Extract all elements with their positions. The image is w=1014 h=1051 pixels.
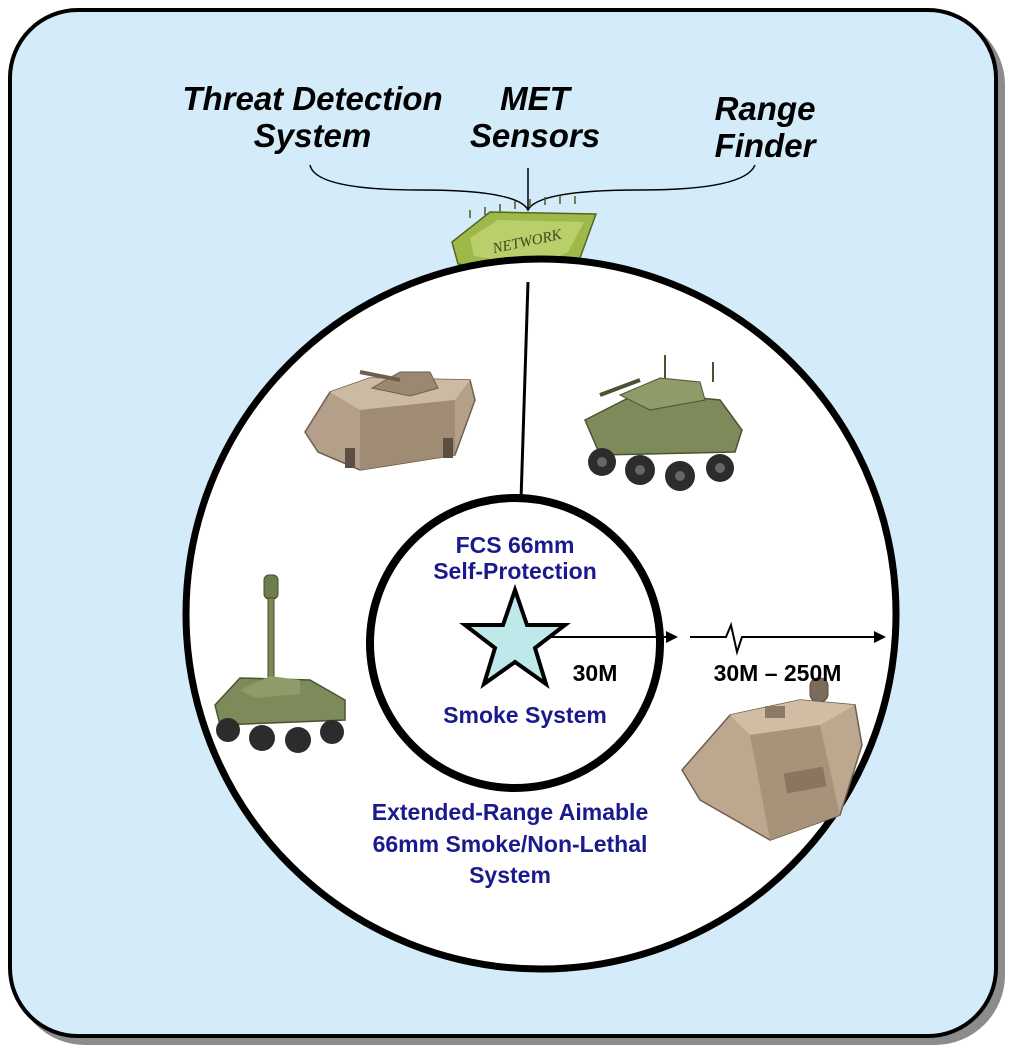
range-finder-line2: Finder (714, 127, 816, 165)
outer-zone-title-line2: 66mm Smoke/Non-Lethal (372, 830, 648, 857)
met-sensors-line1: MET (500, 80, 570, 117)
mast-sensor-vehicle-icon (214, 574, 346, 753)
threat-detection-line2: System (253, 117, 372, 155)
threat-detection-line1: Threat Detection (182, 80, 443, 117)
outer-range-arrow (690, 621, 886, 656)
center-star-icon (459, 583, 571, 690)
range-finder-line1: Range (714, 90, 816, 127)
inner-zone-title-line1: FCS 66mm (455, 532, 575, 558)
threat-detection-label: Threat Detection System (170, 80, 455, 155)
outer-zone-title: Extended-Range Aimable 66mm Smoke/Non-Le… (320, 797, 700, 892)
inner-zone-title: FCS 66mm Self-Protection (415, 532, 615, 584)
armored-carrier-vehicle-icon (681, 677, 863, 841)
sensor-brace (309, 164, 756, 212)
outer-zone-title-line1: Extended-Range Aimable (371, 799, 649, 825)
met-sensors-label: MET Sensors (455, 80, 615, 155)
inner-zone-title-line2: Self-Protection (433, 557, 597, 584)
tracked-vehicle-icon (304, 370, 476, 471)
range-finder-label: Range Finder (690, 90, 840, 165)
inner-zone-subtitle: Smoke System (443, 702, 607, 728)
inner-range-label: 30M (572, 660, 618, 686)
outer-zone-title-line3: System (469, 862, 551, 889)
wheeled-turret-vehicle-icon (584, 355, 743, 491)
network-link-line (519, 281, 530, 501)
outer-range-label: 30M – 250M (713, 660, 842, 686)
met-sensors-line2: Sensors (469, 117, 601, 155)
